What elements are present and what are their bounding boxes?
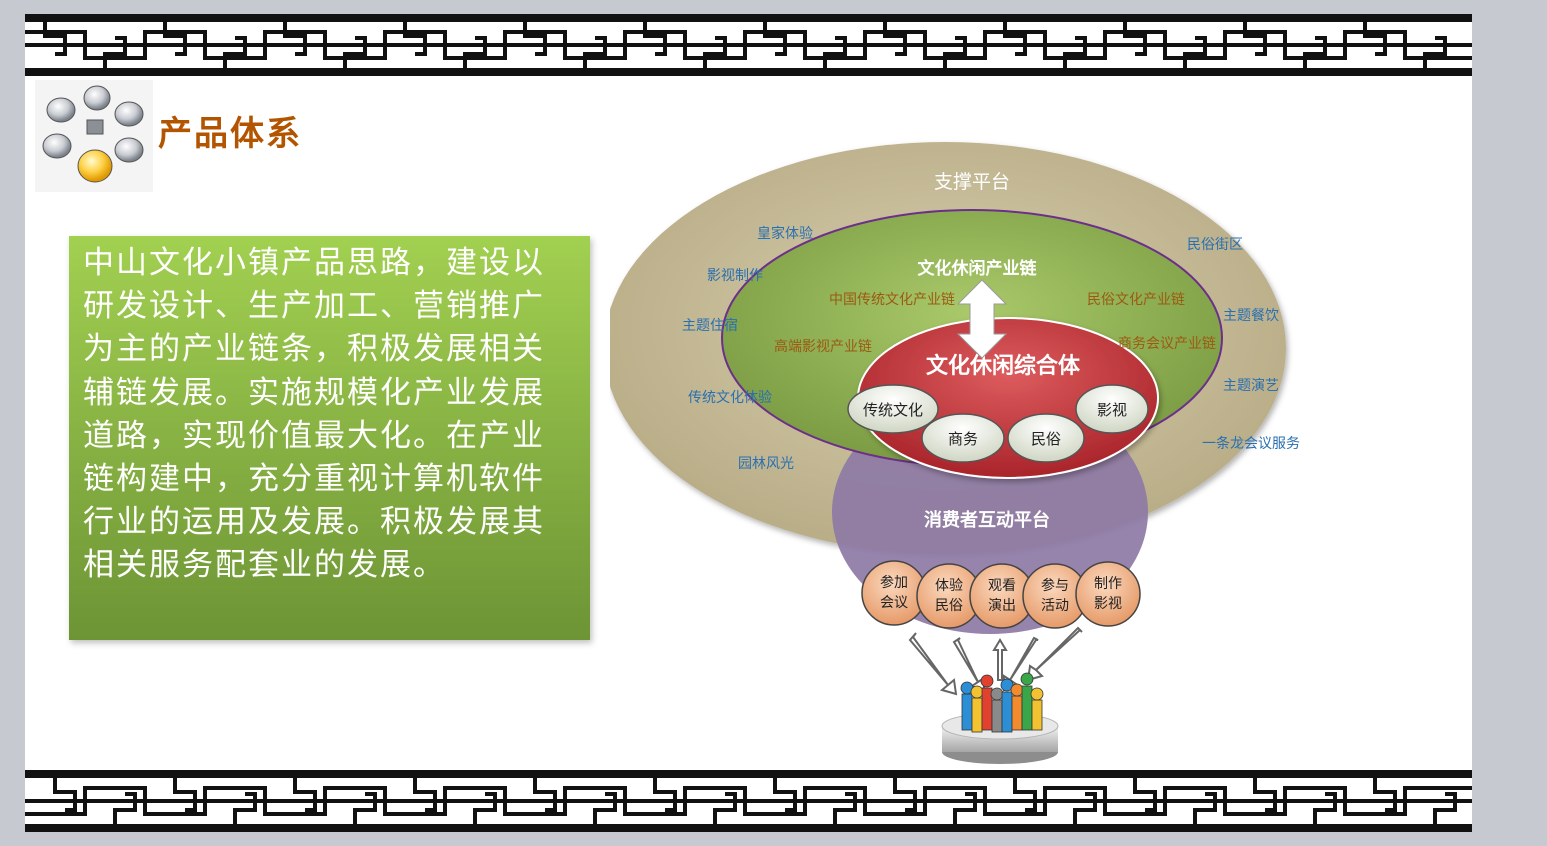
slide: 产品体系 中山文化小镇产品思路，建设以研发设计、生产加工、营销推广为主的产业链条…	[25, 14, 1472, 832]
slide-title: 产品体系	[158, 114, 302, 154]
svg-text:民俗: 民俗	[1031, 430, 1061, 448]
svg-text:会议: 会议	[880, 595, 908, 611]
activity-meeting: 参加 会议	[861, 560, 927, 626]
svg-text:民俗: 民俗	[935, 598, 963, 614]
product-system-diagram: 支撑平台 文化休闲产业链 文化休闲综合体 传统文化 商务 民俗 影视 中国传统文	[610, 142, 1300, 764]
svg-text:制作: 制作	[1094, 576, 1122, 592]
description-text: 中山文化小镇产品思路，建设以研发设计、生产加工、营销推广为主的产业链条，积极发展…	[83, 245, 545, 584]
core-item-film: 影视	[1075, 384, 1149, 434]
chain-label-business-meeting: 商务会议产业链	[1118, 336, 1216, 352]
support-item-theme-lodging: 主题住宿	[682, 317, 738, 334]
svg-text:活动: 活动	[1041, 598, 1069, 614]
chain-label-traditional: 中国传统文化产业链	[829, 292, 955, 308]
support-item-royal: 皇家体验	[757, 225, 813, 242]
description-box: 中山文化小镇产品思路，建设以研发设计、生产加工、营销推广为主的产业链条，积极发展…	[69, 236, 590, 640]
core-complex-title: 文化休闲综合体	[926, 353, 1081, 379]
support-item-garden: 园林风光	[738, 456, 794, 472]
lightbulb-icon	[42, 85, 144, 183]
top-decorative-border	[25, 14, 1472, 76]
svg-text:演出: 演出	[988, 598, 1016, 614]
connector-arrows	[908, 626, 1083, 696]
activity-event: 参与 活动	[1022, 563, 1088, 629]
chain-label-film: 高端影视产业链	[774, 338, 872, 355]
people-group-icon	[941, 672, 1059, 764]
support-item-culture-experience: 传统文化体验	[688, 390, 772, 406]
svg-text:传统文化: 传统文化	[863, 401, 923, 419]
svg-text:影视: 影视	[1097, 401, 1127, 419]
svg-text:参与: 参与	[1041, 577, 1069, 594]
core-item-folk: 民俗	[1007, 413, 1085, 463]
chain-label-folk: 民俗文化产业链	[1087, 292, 1185, 308]
lightbulb-logo-image	[35, 80, 153, 192]
consumer-platform-title: 消费者互动平台	[924, 509, 1050, 531]
svg-text:参加: 参加	[880, 574, 908, 591]
double-arrow-icon	[956, 279, 1008, 359]
activity-folk: 体验 民俗	[916, 563, 982, 629]
support-item-theme-dining: 主题餐饮	[1223, 308, 1279, 324]
support-item-theme-show: 主题演艺	[1223, 378, 1279, 394]
industry-chain-title: 文化休闲产业链	[918, 258, 1038, 279]
svg-text:商务: 商务	[948, 430, 978, 448]
bottom-decorative-border	[25, 770, 1472, 832]
activity-show: 观看 演出	[969, 563, 1035, 629]
support-platform-title: 支撑平台	[934, 171, 1010, 193]
core-item-traditional-culture: 传统文化	[847, 384, 939, 434]
svg-text:观看: 观看	[988, 578, 1016, 594]
support-item-film-production: 影视制作	[707, 268, 763, 284]
svg-text:体验: 体验	[935, 578, 963, 594]
support-item-folk-street: 民俗街区	[1187, 237, 1243, 253]
activity-film: 制作 影视	[1075, 561, 1141, 627]
support-item-meeting-service: 一条龙会议服务	[1202, 435, 1300, 452]
svg-text:影视: 影视	[1094, 596, 1122, 612]
core-item-business: 商务	[921, 413, 1005, 463]
